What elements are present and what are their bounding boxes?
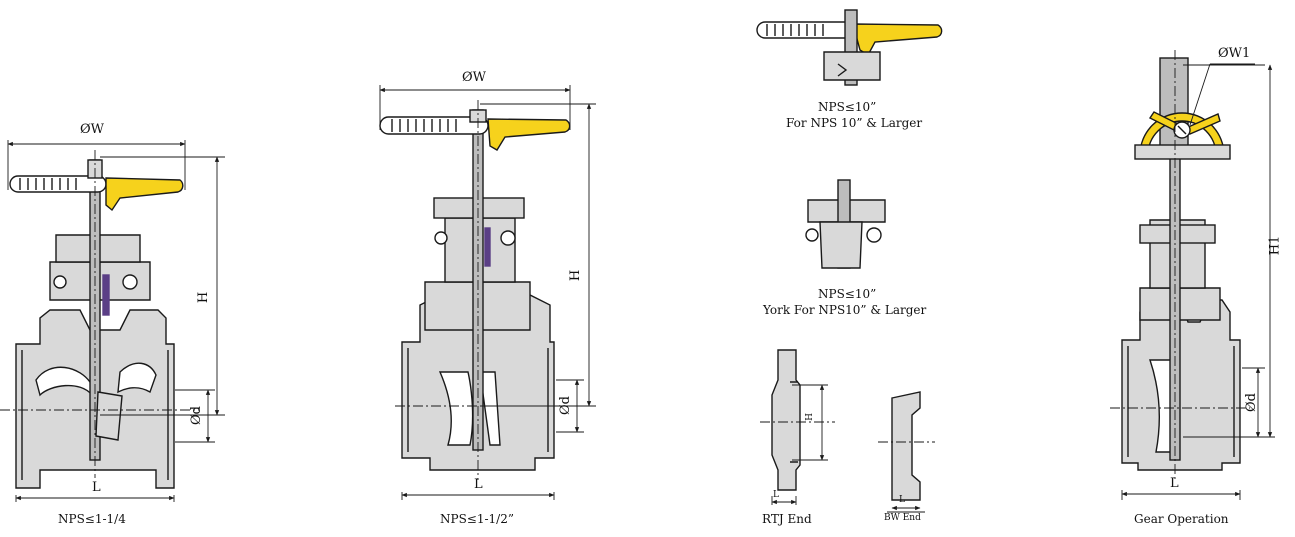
fig3-caption-line2: For NPS 10” & Larger bbox=[786, 116, 923, 130]
fig1-dim-h: H bbox=[196, 291, 212, 304]
fig7-dim-w1: ØW1 bbox=[1218, 46, 1251, 61]
fig5-dim-l: L bbox=[773, 490, 779, 500]
fig2-dim-h: H bbox=[568, 269, 584, 282]
fig4-caption-line2: York For NPS10” & Larger bbox=[763, 303, 927, 317]
fig6-dim-l: L bbox=[899, 495, 905, 505]
fig7-dim-l: L bbox=[1170, 476, 1179, 491]
fig7-dim-d: Ød bbox=[1243, 393, 1259, 412]
fig7-valve-body bbox=[1121, 299, 1241, 471]
fig1-dim-d: Ød bbox=[188, 406, 204, 425]
fig7-gear-box bbox=[1159, 57, 1189, 154]
fig2-valve-drawing bbox=[379, 109, 571, 471]
fig1-valve-drawing bbox=[9, 159, 184, 489]
fig1-dim-w: ØW bbox=[80, 122, 105, 137]
fig1-caption: NPS≤1-1/4 bbox=[58, 512, 126, 526]
fig7-gear-valve-drawing bbox=[1121, 57, 1241, 471]
fig2-caption: NPS≤1-1/2” bbox=[440, 512, 514, 526]
fig5-caption: RTJ End bbox=[762, 512, 812, 526]
fig2-dim-d: Ød bbox=[557, 396, 573, 415]
fig7-caption: Gear Operation bbox=[1134, 512, 1229, 526]
fig6-bw-end bbox=[891, 391, 921, 501]
fig3-caption-line1: NPS≤10” bbox=[818, 100, 877, 114]
fig7-dim-h1: H1 bbox=[1267, 235, 1283, 256]
fig4-caption-line1: NPS≤10” bbox=[818, 287, 877, 301]
fig5-dim-h: H bbox=[804, 413, 815, 421]
fig2-dim-l: L bbox=[474, 477, 483, 492]
fig6-caption: BW End bbox=[884, 513, 921, 523]
fig2-dim-w: ØW bbox=[462, 70, 487, 85]
fig5-rtj-end bbox=[771, 349, 801, 491]
fig1-dim-l: L bbox=[92, 480, 101, 495]
fig3-handwheel-detail bbox=[756, 9, 943, 86]
fig4-yoke-detail bbox=[805, 179, 886, 269]
